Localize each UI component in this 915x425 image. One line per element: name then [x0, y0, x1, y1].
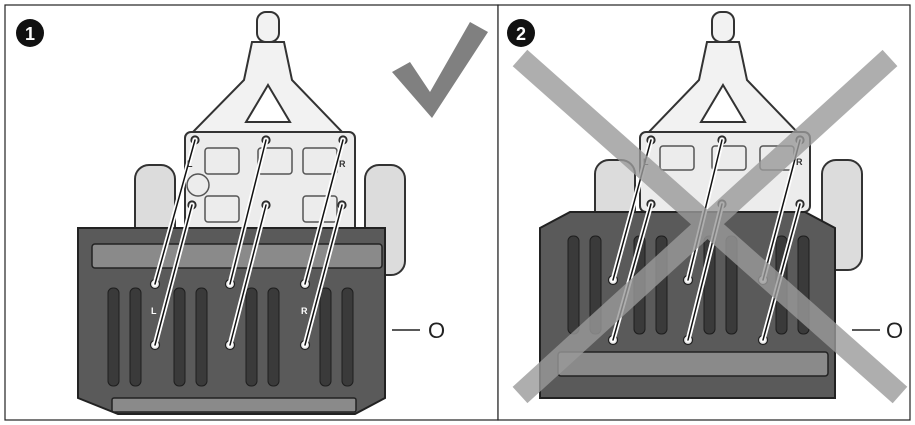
step-1-number: 1 [25, 24, 35, 44]
callout-label: O [428, 318, 445, 343]
alignment-guides [152, 137, 346, 348]
plate-recess [204, 147, 240, 175]
panel-1: L R L R 1 O [4, 4, 499, 421]
step-1-badge [16, 19, 44, 47]
plate-round-recess [186, 173, 210, 197]
plate-label-right: R [339, 159, 346, 169]
top-knob [256, 11, 280, 43]
plate-recess [204, 195, 240, 223]
tray-lip [111, 397, 357, 413]
panel-2: L R 2 O [497, 4, 911, 421]
tray-label-right: R [301, 306, 308, 316]
cross-mark-icon [512, 49, 908, 404]
tray-label-left: L [151, 306, 157, 316]
plate-label-right: R [796, 157, 803, 167]
plate-label-left: L [187, 159, 193, 169]
top-knob [711, 11, 735, 43]
step-2-badge [507, 19, 535, 47]
step-2-number: 2 [516, 24, 526, 44]
tray-rim [557, 351, 829, 377]
plate-recess [257, 147, 293, 175]
check-mark-icon [392, 22, 488, 118]
frame-cutout [244, 83, 292, 123]
callout-label: O [886, 318, 903, 343]
tray-slots [107, 287, 354, 387]
frame-cutout [699, 83, 747, 123]
